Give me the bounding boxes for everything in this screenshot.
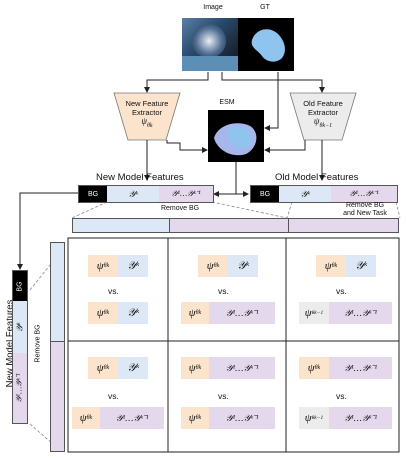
image-label: Image bbox=[203, 4, 223, 11]
cell-r2c1-top-y: 𝒴ᵏ bbox=[118, 357, 148, 379]
left-feature-bar: BG 𝒴ᵏ 𝒴¹…𝒴ᵏ⁻¹ bbox=[12, 270, 28, 424]
old-feature-bar: BG 𝒴ᵏ 𝒴¹…𝒴ᵏ⁻¹ bbox=[250, 185, 398, 203]
bg-segment: BG bbox=[251, 186, 279, 202]
cell-r2c2-vs: vs. bbox=[218, 391, 229, 401]
cell-r1c3-vs: vs. bbox=[336, 286, 347, 296]
row-header-yk bbox=[51, 243, 64, 341]
cell-r1c2-top-y: 𝒴ᵏ bbox=[228, 255, 258, 277]
yold-segment: 𝒴¹…𝒴ᵏ⁻¹ bbox=[159, 186, 213, 202]
remove-bg-task-label: Remove BG and New Task bbox=[343, 202, 387, 217]
cell-r2c3-vs: vs. bbox=[336, 391, 347, 401]
esm-image bbox=[208, 110, 264, 162]
col-header-yk bbox=[73, 219, 169, 232]
cell-r1c1-bot-y: 𝒴ᵏ bbox=[118, 302, 148, 324]
row-header-strip bbox=[50, 242, 65, 452]
column-header-strip bbox=[72, 218, 399, 233]
left-bg-segment: BG bbox=[13, 271, 27, 301]
yk-segment: 𝒴ᵏ bbox=[279, 186, 331, 202]
cell-r2c3-bot-y: 𝒴¹…𝒴ᵏ⁻¹ bbox=[329, 407, 392, 429]
ground-truth-mask bbox=[238, 18, 294, 71]
cell-r1c3-bot-y: 𝒴¹…𝒴ᵏ⁻¹ bbox=[329, 302, 392, 324]
gt-label: GT bbox=[260, 4, 270, 11]
col-header-yold-b bbox=[288, 219, 398, 232]
cell-r2c1-bot-y: 𝒴¹…𝒴ᵏ⁻¹ bbox=[100, 407, 164, 429]
old-extractor-shape bbox=[289, 92, 357, 141]
cell-r1c2-vs: vs. bbox=[218, 286, 229, 296]
cell-r1c1-top-y: 𝒴ᵏ bbox=[118, 255, 148, 277]
new-extractor-label: New Feature Extractor ψθk bbox=[125, 99, 169, 129]
cell-r2c2-top-y: 𝒴¹…𝒴ᵏ⁻¹ bbox=[209, 357, 275, 379]
new-model-features-title: New Model Features bbox=[96, 172, 184, 183]
left-yk-segment: 𝒴ᵏ bbox=[13, 301, 27, 353]
input-image bbox=[182, 18, 238, 71]
new-extractor-shape bbox=[113, 92, 181, 141]
cell-r2c2-bot-y: 𝒴¹…𝒴ᵏ⁻¹ bbox=[209, 407, 275, 429]
remove-bg-label: Remove BG bbox=[160, 205, 200, 212]
cell-r1c3-top-y: 𝒴ᵏ bbox=[346, 255, 376, 277]
yk-segment: 𝒴ᵏ bbox=[107, 186, 159, 202]
cell-r2c1-vs: vs. bbox=[108, 391, 119, 401]
cell-r1c2-bot-y: 𝒴¹…𝒴ᵏ⁻¹ bbox=[209, 302, 275, 324]
cell-r2c3-top-y: 𝒴¹…𝒴ᵏ⁻¹ bbox=[329, 357, 392, 379]
row-header-yold bbox=[51, 341, 64, 451]
left-yold-segment: 𝒴¹…𝒴ᵏ⁻¹ bbox=[13, 353, 27, 423]
bg-segment: BG bbox=[79, 186, 107, 202]
yold-segment: 𝒴¹…𝒴ᵏ⁻¹ bbox=[331, 186, 397, 202]
col-header-yold-a bbox=[169, 219, 288, 232]
new-feature-bar: BG 𝒴ᵏ 𝒴¹…𝒴ᵏ⁻¹ bbox=[78, 185, 214, 203]
old-extractor-label: Old Feature Extractor ψθk−1 bbox=[303, 99, 343, 129]
esm-label: ESM bbox=[219, 99, 235, 106]
left-remove-bg-label: Remove BG bbox=[34, 324, 42, 363]
old-model-features-title: Old Model Features bbox=[275, 172, 359, 183]
cell-r1c1-vs: vs. bbox=[108, 286, 119, 296]
